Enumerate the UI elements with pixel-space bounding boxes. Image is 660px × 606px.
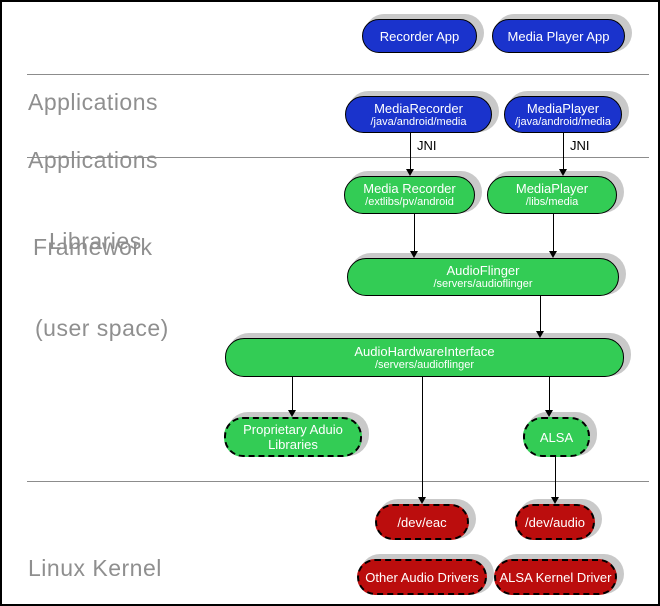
connector-ahi-proprietary xyxy=(292,377,293,411)
node-proprietary-audio-libraries: Proprietary Aduio Libraries xyxy=(224,417,362,457)
layer-label-libraries-user-space: Libraries (user space) xyxy=(35,169,169,401)
connector-ahi-alsa xyxy=(549,377,550,411)
jni-label: JNI xyxy=(417,138,437,153)
layer-divider-framework xyxy=(27,157,649,158)
connector-mediaplayer-audioflinger xyxy=(553,214,554,252)
node-title: Proprietary Aduio Libraries xyxy=(243,422,343,452)
arrow-down-icon xyxy=(545,410,553,417)
node-mediaplayer-framework: MediaPlayer /java/android/media xyxy=(504,96,622,133)
layer-label-line: Applications xyxy=(28,147,159,173)
node-title: Other Audio Drivers xyxy=(365,569,479,585)
connector-audioflinger-ahi xyxy=(540,296,541,332)
node-path: /servers/audioflinger xyxy=(374,358,475,371)
layer-label-line: Linux Kernel xyxy=(28,555,162,581)
layer-label-line: Libraries xyxy=(49,228,142,254)
node-mediaplayer-library: MediaPlayer /libs/media xyxy=(487,176,617,214)
node-title: ALSA xyxy=(539,429,574,445)
node-title: Media Player App xyxy=(507,28,610,44)
node-path: /java/android/media xyxy=(370,115,467,128)
node-alsa: ALSA xyxy=(523,417,590,457)
node-media-recorder-library: Media Recorder /extlibs/pv/android xyxy=(344,176,475,214)
node-title: AudioHardwareInterface xyxy=(354,343,495,359)
layer-label-line: Framework xyxy=(33,234,153,260)
node-path: /java/android/media xyxy=(514,115,611,128)
node-title: ALSA Kernel Driver xyxy=(499,569,612,585)
node-other-audio-drivers: Other Audio Drivers xyxy=(357,559,487,595)
node-path: /libs/media xyxy=(525,196,579,208)
node-audiohardwareinterface: AudioHardwareInterface /servers/audiofli… xyxy=(225,338,624,377)
arrow-down-icon xyxy=(288,410,296,417)
layer-label-line: Applications xyxy=(28,89,159,115)
connector-mediarecorder-audioflinger xyxy=(414,214,415,252)
layer-label-applications-framework: Applications Framework xyxy=(28,88,158,320)
layer-label-linux-kernel: Linux Kernel xyxy=(28,496,162,604)
node-dev-eac: /dev/eac xyxy=(375,504,469,540)
layer-label-line: (user space) xyxy=(35,315,169,341)
node-title: Recorder App xyxy=(379,28,460,44)
node-title: /dev/eac xyxy=(397,514,447,530)
node-dev-audio: /dev/audio xyxy=(515,504,595,540)
connector-alsa-dev-audio xyxy=(555,457,556,498)
node-media-player-app: Media Player App xyxy=(492,19,625,53)
node-title: AudioFlinger xyxy=(446,263,520,278)
node-title: MediaPlayer xyxy=(526,100,600,116)
node-path: /extlibs/pv/android xyxy=(365,196,454,208)
node-title: MediaPlayer xyxy=(515,181,589,196)
layer-divider-applications xyxy=(27,74,649,75)
arrow-down-icon xyxy=(559,169,567,176)
node-title: /dev/audio xyxy=(525,514,585,530)
node-title: Media Recorder xyxy=(363,181,456,196)
arrow-down-icon xyxy=(410,251,418,258)
arrow-down-icon xyxy=(418,497,426,504)
node-audioflinger: AudioFlinger /servers/audioflinger xyxy=(347,258,619,296)
connector-ahi-dev-eac xyxy=(422,377,423,498)
arrow-down-icon xyxy=(406,169,414,176)
layer-divider-kernel xyxy=(27,481,649,482)
node-alsa-kernel-driver: ALSA Kernel Driver xyxy=(494,559,617,595)
connector-mediarecorder-jni xyxy=(410,133,411,170)
jni-label: JNI xyxy=(570,138,590,153)
layer-label-applications: Applications xyxy=(28,30,158,175)
node-mediarecorder-framework: MediaRecorder /java/android/media xyxy=(345,96,492,133)
arrow-down-icon xyxy=(536,331,544,338)
arrow-down-icon xyxy=(549,251,557,258)
node-path: /servers/audioflinger xyxy=(433,278,533,290)
arrow-down-icon xyxy=(551,497,559,504)
node-recorder-app: Recorder App xyxy=(362,19,477,53)
node-title: MediaRecorder xyxy=(374,100,463,116)
connector-mediaplayer-jni xyxy=(563,133,564,170)
